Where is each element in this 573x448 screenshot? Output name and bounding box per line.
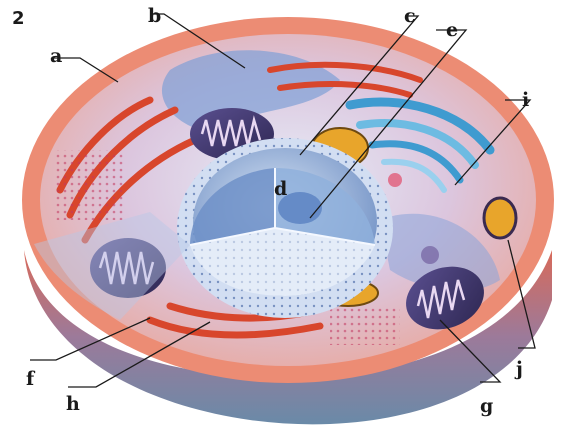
label-e: e (446, 19, 458, 41)
label-d: d (274, 178, 287, 200)
vesicle-right (484, 198, 516, 238)
er-dots-bottom (330, 305, 400, 345)
label-g: g (480, 395, 493, 417)
vesicle (421, 246, 439, 264)
nucleus (177, 138, 393, 318)
label-i: i (522, 89, 529, 111)
label-j: j (514, 358, 523, 380)
label-a: a (50, 45, 62, 67)
label-h: h (66, 393, 80, 415)
vesicle (388, 173, 402, 187)
label-b: b (148, 5, 161, 27)
figure-number: 2 (12, 8, 25, 29)
label-f: f (26, 368, 36, 390)
er-dots-left (55, 150, 125, 220)
label-c: c (404, 5, 416, 27)
